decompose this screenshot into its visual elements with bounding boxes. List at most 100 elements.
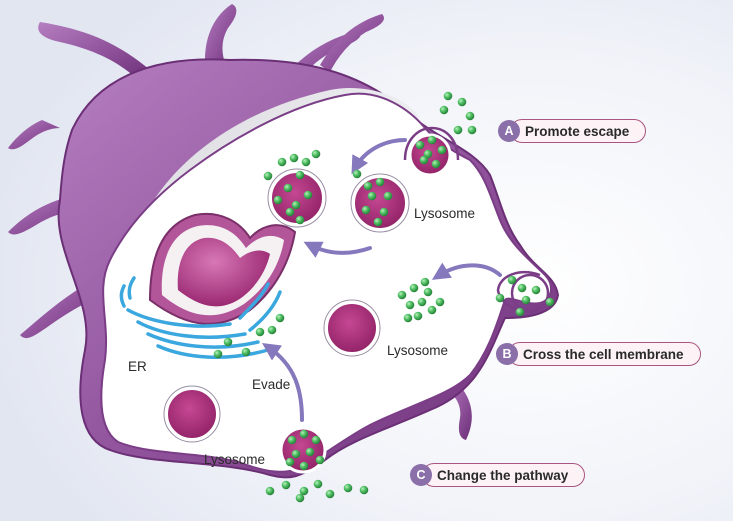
nanoparticle <box>299 429 309 439</box>
nanoparticle <box>287 435 297 445</box>
nanoparticle <box>423 287 433 297</box>
nanoparticle <box>291 200 301 210</box>
lysosome-label-middle: Lysosome <box>387 343 449 358</box>
nanoparticle <box>359 485 369 495</box>
nanoparticle <box>295 493 305 503</box>
arrow-lysosome-to-cytosol <box>303 241 372 258</box>
nanoparticle <box>265 486 275 496</box>
nanoparticle <box>435 297 445 307</box>
cutaway-interior <box>100 92 552 473</box>
nanoparticle <box>263 171 273 181</box>
nanoparticle <box>517 283 527 293</box>
nanoparticle <box>427 135 437 145</box>
arrow-vesicle-to-lysosome <box>351 138 407 175</box>
nanoparticle <box>383 191 393 201</box>
nanoparticle <box>453 125 463 135</box>
nanoparticle <box>255 327 265 337</box>
lysosome-group <box>163 168 410 443</box>
nanoparticle <box>465 111 475 121</box>
nanoparticle <box>267 325 277 335</box>
nanoparticle <box>507 275 517 285</box>
nanoparticle <box>291 449 301 459</box>
nanoparticle <box>427 305 437 315</box>
nanoparticle <box>299 461 309 471</box>
nanoparticle <box>283 183 293 193</box>
callout-text-a: Promote escape <box>510 119 647 143</box>
nanoparticle <box>545 297 555 307</box>
nanoparticle <box>352 169 362 179</box>
nanoparticle <box>467 125 477 135</box>
nanoparticle <box>295 215 305 225</box>
lysosome-label-top: Lysosome <box>414 206 476 221</box>
lysosome-middle <box>324 300 380 356</box>
nanoparticle <box>301 157 311 167</box>
nanoparticle <box>409 283 419 293</box>
nanoparticle <box>305 447 315 457</box>
nanoparticle <box>367 191 377 201</box>
nanoparticle <box>375 177 385 187</box>
nanoparticle <box>361 205 371 215</box>
nanoparticle <box>277 157 287 167</box>
nanoparticle <box>531 285 541 295</box>
nanoparticle <box>413 311 423 321</box>
nanoparticle <box>213 349 223 359</box>
nanoparticle <box>223 337 233 347</box>
nanoparticles <box>213 91 555 503</box>
nanoparticle <box>457 97 467 107</box>
nanoparticle <box>363 181 373 191</box>
er-label: ER <box>128 359 147 374</box>
nanoparticle <box>405 300 415 310</box>
nanoparticle <box>299 486 309 496</box>
cell-processes <box>8 4 472 440</box>
nanoparticle <box>241 347 251 357</box>
nanoparticle <box>515 307 525 317</box>
callout-badge-c: C <box>410 464 432 486</box>
callout-change-pathway: C Change the pathway <box>410 463 586 487</box>
nanoparticle <box>373 217 383 227</box>
nanoparticle <box>439 105 449 115</box>
nanoparticle <box>437 145 447 155</box>
nanoparticle <box>281 480 291 490</box>
endoplasmic-reticulum <box>119 276 282 359</box>
nanoparticle <box>295 170 305 180</box>
nanoparticle <box>403 313 413 323</box>
nanoparticle <box>273 195 283 205</box>
callout-text-c: Change the pathway <box>422 463 586 487</box>
evade-label: Evade <box>252 377 291 392</box>
nanoparticle <box>420 277 430 287</box>
nanoparticle <box>315 455 325 465</box>
nanoparticle <box>311 149 321 159</box>
callout-promote-escape: A Promote escape <box>498 119 647 143</box>
nanoparticle <box>343 483 353 493</box>
nanoparticle <box>521 295 531 305</box>
nucleus <box>148 212 297 325</box>
callout-text-b: Cross the cell membrane <box>508 342 701 366</box>
nanoparticle <box>431 159 441 169</box>
nanoparticle <box>379 207 389 217</box>
arrow-membrane-entry <box>431 262 502 280</box>
nanoparticle <box>415 140 425 150</box>
nanoparticle <box>325 489 335 499</box>
lysosome-top-left <box>268 169 326 227</box>
nanoparticle <box>443 91 453 101</box>
transport-arrows <box>262 138 502 422</box>
nanoparticle <box>313 479 323 489</box>
arrow-evade <box>262 343 304 422</box>
nanoparticle <box>311 435 321 445</box>
nanoparticle <box>285 207 295 217</box>
nanoparticle <box>303 190 313 200</box>
callout-badge-b: B <box>496 343 518 365</box>
callout-badge-a: A <box>498 120 520 142</box>
nanoparticle <box>397 290 407 300</box>
nanoparticle <box>285 457 295 467</box>
nanoparticle <box>423 149 433 159</box>
nanoparticle <box>495 293 505 303</box>
nanoparticle <box>275 313 285 323</box>
nanoparticle <box>417 297 427 307</box>
nanoparticle <box>289 153 299 163</box>
callout-cross-membrane: B Cross the cell membrane <box>496 342 701 366</box>
lysosome-label-bottom: Lysosome <box>204 452 266 467</box>
lysosome-bottom-left <box>164 386 220 442</box>
